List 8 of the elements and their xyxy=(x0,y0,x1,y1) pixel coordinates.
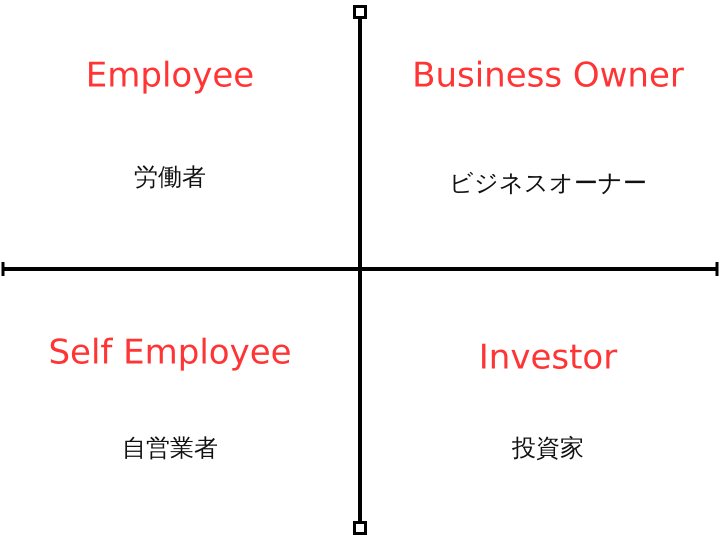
quadrant-subtitle: 自営業者 xyxy=(122,435,218,463)
quadrant-subtitle: 投資家 xyxy=(512,435,584,463)
quadrant-title: Self Employee xyxy=(48,333,292,373)
quadrant-subtitle: 労働者 xyxy=(134,164,206,192)
quadrant-subtitle: ビジネスオーナー xyxy=(449,170,647,198)
quadrant-title: Employee xyxy=(86,56,254,96)
quadrant-title: Business Owner xyxy=(412,56,684,96)
quadrant-title: Investor xyxy=(478,338,618,378)
